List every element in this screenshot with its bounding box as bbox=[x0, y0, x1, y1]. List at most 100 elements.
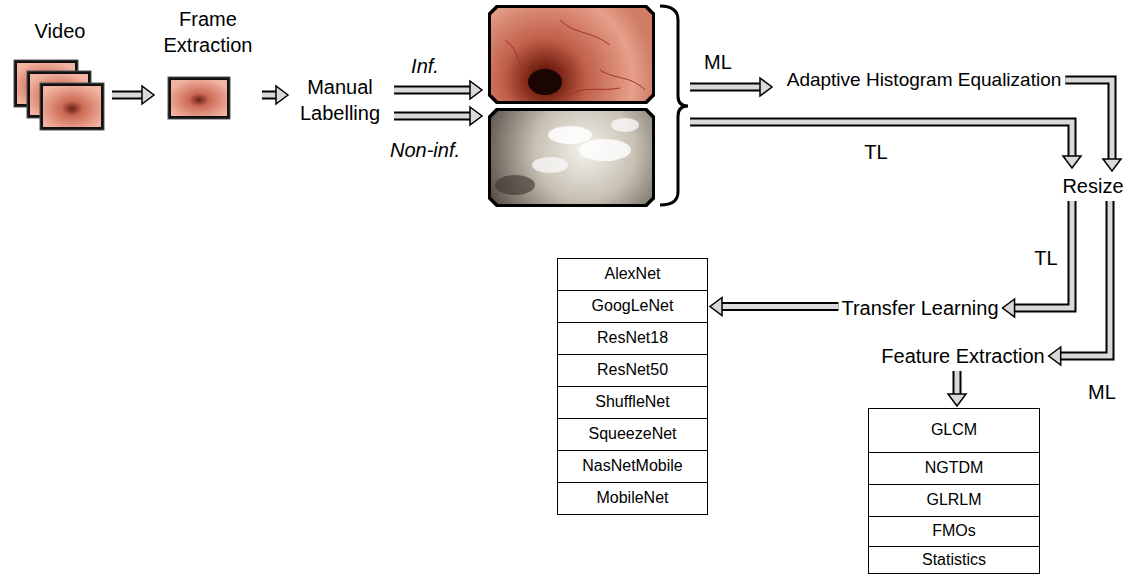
video-frame-image bbox=[43, 86, 101, 127]
arrow-head bbox=[470, 81, 482, 99]
node-text: Frame Extraction bbox=[156, 6, 260, 58]
arrow-head bbox=[1049, 347, 1061, 365]
arrow-head bbox=[710, 298, 722, 316]
inflamed-endoscopy-image bbox=[488, 5, 655, 104]
model-cell: NasNetMobile bbox=[557, 450, 708, 483]
arrow-head bbox=[276, 86, 288, 104]
node-text: ShuffleNet bbox=[595, 393, 669, 411]
process-step: Resize bbox=[1061, 173, 1124, 199]
white-patch bbox=[611, 118, 639, 132]
arrow-head bbox=[1003, 299, 1015, 317]
arrow-fill bbox=[1065, 80, 1112, 160]
node-text: Feature Extraction bbox=[881, 343, 1044, 369]
white-patch bbox=[579, 139, 631, 161]
branch-label: TL bbox=[1032, 247, 1059, 270]
node-text: AlexNet bbox=[604, 265, 660, 283]
video-source: Video bbox=[10, 18, 110, 132]
branch-label: TL bbox=[862, 141, 889, 164]
frame-image bbox=[171, 80, 227, 116]
model-cell: GoogLeNet bbox=[557, 290, 708, 323]
ml-branch-arrow bbox=[690, 78, 772, 96]
arrow-head bbox=[470, 107, 482, 125]
labelling-arrow bbox=[394, 107, 482, 125]
arrow-outline bbox=[394, 112, 471, 121]
node-text: NGTDM bbox=[925, 459, 984, 477]
arrow-outline bbox=[394, 86, 471, 95]
feature-cell: GLRLM bbox=[868, 484, 1040, 517]
non-inflamed-endoscopy-image bbox=[488, 108, 655, 207]
class-label: Non-inf. bbox=[388, 139, 462, 162]
labelling-arrow bbox=[394, 81, 482, 99]
arrow-head bbox=[142, 86, 154, 104]
arrow-fill bbox=[721, 304, 838, 309]
blood-vessels bbox=[505, 20, 645, 95]
arrow-outline bbox=[112, 91, 143, 100]
arrow-head bbox=[1103, 159, 1121, 171]
arrow-fill bbox=[1014, 201, 1072, 308]
model-cell: MobileNet bbox=[557, 482, 708, 515]
node-text: Resize bbox=[1062, 173, 1123, 199]
node-text: MobileNet bbox=[596, 489, 668, 507]
arrow-fill bbox=[394, 88, 471, 93]
node-text: GLCM bbox=[931, 421, 977, 439]
node-text: Video bbox=[10, 18, 110, 44]
node-text: GLRLM bbox=[926, 491, 981, 509]
white-patch bbox=[548, 126, 592, 144]
branch-label: ML bbox=[1086, 381, 1118, 404]
arrow-fill bbox=[262, 93, 277, 98]
model-cell: ResNet18 bbox=[557, 322, 708, 355]
feature-cell: GLCM bbox=[868, 408, 1040, 453]
feature-cell: FMOs bbox=[868, 516, 1040, 547]
frame-extraction-step: Frame Extraction bbox=[156, 6, 260, 122]
image-frame bbox=[488, 5, 655, 104]
node-text: NasNetMobile bbox=[582, 457, 682, 475]
node-text: ResNet50 bbox=[597, 361, 668, 379]
model-cell: AlexNet bbox=[557, 258, 708, 291]
node-text: FMOs bbox=[932, 522, 976, 540]
flow-arrow bbox=[1065, 80, 1121, 171]
node-text: SqueezeNet bbox=[588, 425, 676, 443]
node-text: Transfer Learning bbox=[841, 295, 998, 321]
shadow bbox=[495, 175, 535, 195]
extracted-frame bbox=[168, 77, 230, 119]
mucosa bbox=[488, 108, 655, 207]
arrow-outline bbox=[1060, 201, 1110, 356]
node-text: GoogLeNet bbox=[592, 297, 674, 315]
image-content bbox=[488, 108, 655, 207]
lumen bbox=[528, 69, 562, 95]
arrow-outline bbox=[721, 302, 838, 311]
mucosa bbox=[488, 5, 655, 104]
arrow-fill bbox=[955, 371, 960, 395]
arrow-outline bbox=[690, 83, 761, 92]
branch-label: ML bbox=[702, 51, 734, 74]
arrow-fill bbox=[1060, 201, 1110, 356]
grouping-bracket bbox=[660, 6, 688, 205]
video-frame bbox=[40, 83, 104, 130]
model-cell: ResNet50 bbox=[557, 354, 708, 387]
process-step: Transfer Learning bbox=[840, 295, 999, 321]
class-label: Inf. bbox=[409, 55, 441, 78]
model-cell: ShuffleNet bbox=[557, 386, 708, 419]
feature-cell: Statistics bbox=[868, 546, 1040, 574]
node-text: Statistics bbox=[922, 551, 986, 569]
process-step: Adaptive Histogram Equalization bbox=[786, 68, 1063, 93]
arrow-outline bbox=[1014, 201, 1072, 308]
arrow-outline bbox=[262, 91, 277, 100]
model-cell: SqueezeNet bbox=[557, 418, 708, 451]
process-step: Manual Labelling bbox=[290, 74, 390, 126]
arrow-fill bbox=[690, 85, 761, 90]
flow-arrow bbox=[112, 86, 154, 104]
arrow-head bbox=[760, 78, 772, 96]
arrow-fill bbox=[394, 114, 471, 119]
arrow-fill bbox=[112, 93, 143, 98]
node-text: Manual Labelling bbox=[291, 74, 389, 126]
video-frame-stack bbox=[14, 60, 104, 130]
tl-branch-arrow bbox=[690, 122, 1081, 168]
flow-arrow bbox=[1049, 201, 1110, 365]
arrow-head bbox=[1063, 156, 1081, 168]
frame-border bbox=[168, 77, 230, 119]
flow-arrow bbox=[262, 86, 288, 104]
process-step: Feature Extraction bbox=[880, 343, 1045, 369]
flow-arrow bbox=[1003, 201, 1072, 317]
